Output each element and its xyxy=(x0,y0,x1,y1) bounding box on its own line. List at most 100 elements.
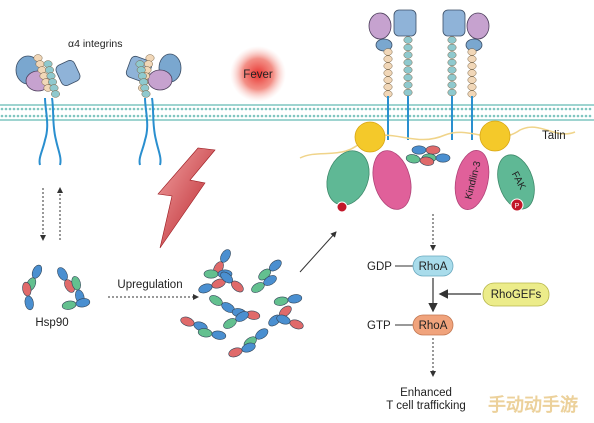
fever-glow: Fever xyxy=(230,46,286,102)
membrane-head xyxy=(68,114,72,118)
hsp90-subunit xyxy=(198,283,213,294)
integrin-bead xyxy=(467,69,477,77)
membrane-head xyxy=(516,107,520,111)
membrane-head xyxy=(336,114,340,118)
membrane-head xyxy=(540,114,544,118)
gtp-label: GTP xyxy=(367,320,391,332)
membrane-head xyxy=(276,114,280,118)
membrane-head xyxy=(20,107,24,111)
membrane-head xyxy=(132,114,136,118)
membrane-head xyxy=(220,107,224,111)
membrane-head xyxy=(432,114,436,118)
membrane-head xyxy=(300,107,304,111)
membrane-head xyxy=(300,114,304,118)
rhoa-gdp-label: RhoA xyxy=(419,261,448,273)
membrane-head xyxy=(244,107,248,111)
membrane-head xyxy=(80,114,84,118)
membrane-head xyxy=(308,107,312,111)
membrane-head xyxy=(492,107,496,111)
membrane-head xyxy=(412,114,416,118)
talin-label: Talin xyxy=(542,130,566,142)
membrane-head xyxy=(164,114,168,118)
integrin-bead xyxy=(48,78,57,86)
integrin-bead xyxy=(403,73,413,82)
integrin-bead xyxy=(383,69,393,77)
integrin-bead xyxy=(447,58,457,67)
membrane-head xyxy=(584,107,588,111)
integrin-bead xyxy=(403,51,413,59)
membrane-head xyxy=(456,107,460,111)
membrane-head xyxy=(388,114,392,118)
rhogefs-label: RhoGEFs xyxy=(491,289,542,301)
integrin-bead xyxy=(447,51,457,59)
lightning-bolt-icon xyxy=(157,147,216,249)
membrane-head xyxy=(304,107,308,111)
membrane-head xyxy=(320,107,324,111)
membrane-head xyxy=(536,107,540,111)
membrane-head xyxy=(324,114,328,118)
hsp90-subunit xyxy=(180,316,195,327)
membrane-head xyxy=(400,107,404,111)
fak xyxy=(497,154,535,210)
membrane-head xyxy=(64,114,68,118)
membrane-head xyxy=(448,107,452,111)
membrane-head xyxy=(208,114,212,118)
membrane-head xyxy=(444,107,448,111)
hsp90-dimer xyxy=(220,271,244,293)
membrane-head xyxy=(500,107,504,111)
membrane-head xyxy=(24,107,28,111)
membrane-head xyxy=(136,114,140,118)
membrane-head xyxy=(12,114,16,118)
membrane-head xyxy=(268,114,272,118)
hsp90-subunit xyxy=(411,145,427,155)
integrin-bead xyxy=(447,36,457,44)
membrane-head xyxy=(128,107,132,111)
membrane-head xyxy=(76,114,80,118)
membrane-head xyxy=(352,114,356,118)
membrane-head xyxy=(184,114,188,118)
membrane-head xyxy=(232,114,236,118)
membrane-head xyxy=(304,114,308,118)
membrane-head xyxy=(444,114,448,118)
membrane-head xyxy=(184,107,188,111)
membrane-head xyxy=(392,107,396,111)
membrane-head xyxy=(96,107,100,111)
membrane-head xyxy=(244,114,248,118)
membrane-head xyxy=(248,114,252,118)
membrane-head xyxy=(516,114,520,118)
membrane-head xyxy=(460,114,464,118)
rhoa-gtp-label: RhoA xyxy=(419,320,448,332)
membrane-head xyxy=(504,107,508,111)
talin-head-left xyxy=(354,121,386,153)
membrane-head xyxy=(32,107,36,111)
enhanced-label-2: T cell trafficking xyxy=(386,400,465,412)
membrane-head xyxy=(92,107,96,111)
membrane-head xyxy=(32,114,36,118)
membrane-head xyxy=(396,114,400,118)
membrane-head xyxy=(220,114,224,118)
upregulation-arrow: Upregulation xyxy=(108,279,199,300)
membrane-head xyxy=(104,107,108,111)
membrane-head xyxy=(556,107,560,111)
membrane-head xyxy=(328,107,332,111)
membrane-head xyxy=(496,107,500,111)
membrane-head xyxy=(364,114,368,118)
membrane-head xyxy=(508,107,512,111)
integrin-bead xyxy=(45,66,54,74)
activation-arrow xyxy=(299,231,337,273)
membrane-head xyxy=(428,107,432,111)
membrane-head xyxy=(260,107,264,111)
membrane-head xyxy=(504,114,508,118)
membrane-head xyxy=(412,107,416,111)
integrin-bead xyxy=(467,83,477,91)
membrane-head xyxy=(208,107,212,111)
integrin-bead xyxy=(467,76,477,84)
membrane-head xyxy=(544,107,548,111)
membrane-head xyxy=(84,107,88,111)
hsp90-subunit xyxy=(405,154,421,164)
membrane-head xyxy=(548,107,552,111)
membrane-head xyxy=(348,107,352,111)
integrin-bead xyxy=(51,90,60,98)
membrane-head xyxy=(472,114,476,118)
membrane-head xyxy=(500,114,504,118)
